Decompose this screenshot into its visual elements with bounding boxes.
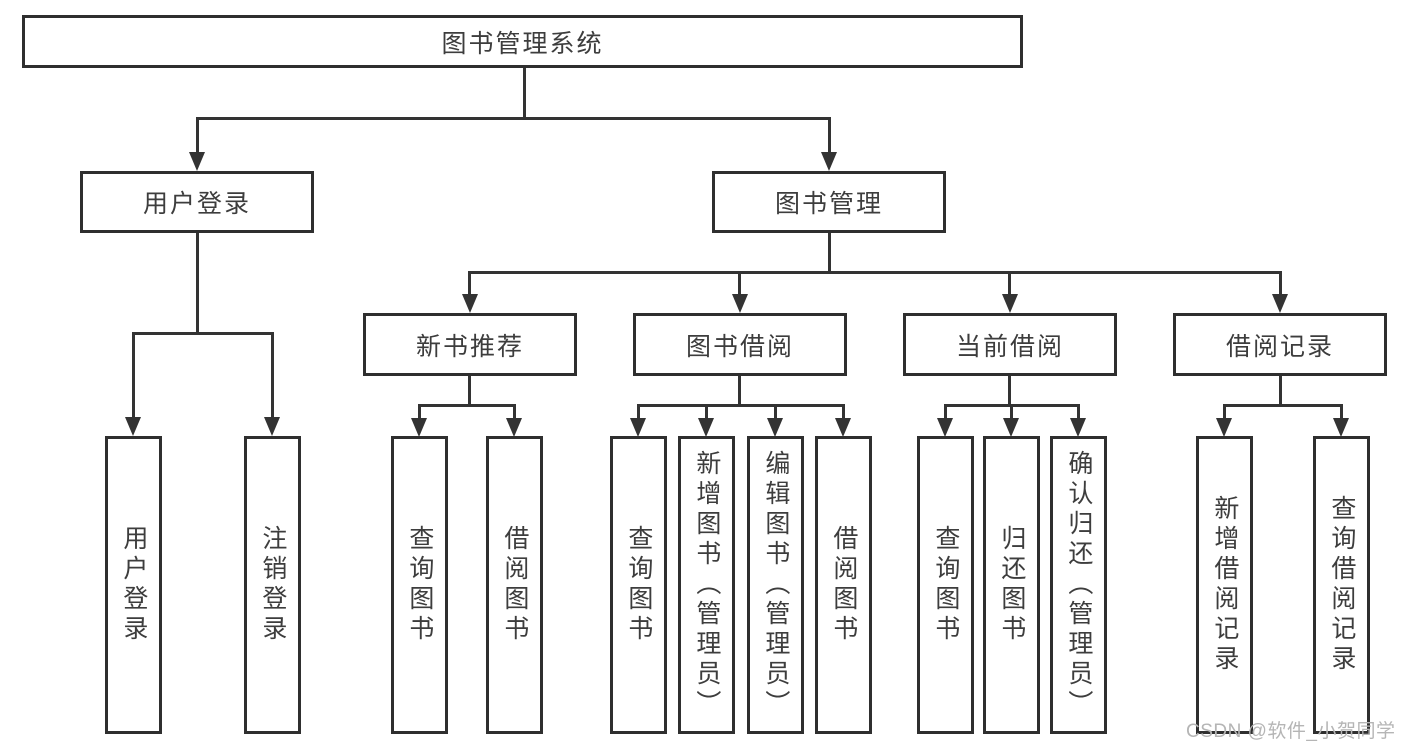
arrow-down-icon <box>264 417 280 436</box>
connector-book-borrow-split <box>637 404 845 407</box>
leaf-query-borrow-record: 查询借阅记录 <box>1313 436 1370 734</box>
connector-book-mgmt-stem <box>828 233 831 274</box>
leaf-user-login: 用户登录 <box>105 436 162 734</box>
arrow-down-icon <box>1002 294 1018 313</box>
leaf-add-borrow-record: 新增借阅记录 <box>1196 436 1253 734</box>
leaf-edit-books-admin: 编辑图书（管理员） <box>747 436 804 734</box>
leaf-return-books-label: 归还图书 <box>997 525 1026 645</box>
node-new-books: 新书推荐 <box>363 313 577 376</box>
connector-root-stem <box>523 68 526 118</box>
connector-records-split <box>1223 404 1343 407</box>
connector-records-stem <box>1279 376 1282 407</box>
connector-leaf <box>842 404 845 420</box>
leaf-borrow-books-1-label: 借阅图书 <box>500 525 529 645</box>
leaf-query-books-1-label: 查询图书 <box>405 525 434 645</box>
leaf-confirm-return-admin: 确认归还（管理员） <box>1050 436 1107 734</box>
leaf-add-books-admin-label: 新增图书（管理员） <box>692 450 721 720</box>
arrow-down-icon <box>125 417 141 436</box>
node-borrow-records: 借阅记录 <box>1173 313 1387 376</box>
connector-user-login-stem <box>196 233 199 335</box>
connector-to-current <box>1008 271 1011 297</box>
connector-leaf <box>1223 404 1226 420</box>
leaf-query-books-3-label: 查询图书 <box>931 525 960 645</box>
leaf-borrow-books-1: 借阅图书 <box>486 436 543 734</box>
node-book-borrow: 图书借阅 <box>633 313 847 376</box>
node-current-borrow: 当前借阅 <box>903 313 1117 376</box>
connector-leaf <box>944 404 947 420</box>
leaf-add-borrow-record-label: 新增借阅记录 <box>1210 495 1239 675</box>
connector-to-leaf-login <box>132 332 135 420</box>
connector-book-borrow-stem <box>738 376 741 407</box>
leaf-borrow-books-2: 借阅图书 <box>815 436 872 734</box>
arrow-down-icon <box>821 152 837 171</box>
node-book-borrow-label: 图书借阅 <box>685 332 794 361</box>
connector-user-login-split <box>132 332 274 335</box>
leaf-query-books-1: 查询图书 <box>391 436 448 734</box>
arrow-down-icon <box>698 418 714 437</box>
arrow-down-icon <box>189 152 205 171</box>
connector-leaf <box>1010 404 1013 420</box>
connector-leaf <box>705 404 708 420</box>
connector-leaf <box>418 404 421 420</box>
leaf-edit-books-admin-label: 编辑图书（管理员） <box>761 450 790 720</box>
node-root: 图书管理系统 <box>22 15 1023 68</box>
arrow-down-icon <box>411 418 427 437</box>
arrow-down-icon <box>1272 294 1288 313</box>
arrow-down-icon <box>1216 418 1232 437</box>
connector-level2-split <box>196 117 831 120</box>
arrow-down-icon <box>506 418 522 437</box>
arrow-down-icon <box>732 294 748 313</box>
node-book-mgmt-label: 图书管理 <box>774 190 883 218</box>
leaf-query-books-3: 查询图书 <box>917 436 974 734</box>
leaf-query-books-2: 查询图书 <box>610 436 667 734</box>
node-book-mgmt: 图书管理 <box>712 171 946 233</box>
leaf-add-books-admin: 新增图书（管理员） <box>678 436 735 734</box>
node-borrow-records-label: 借阅记录 <box>1225 332 1334 361</box>
node-root-label: 图书管理系统 <box>441 29 604 58</box>
leaf-query-books-2-label: 查询图书 <box>624 525 653 645</box>
leaf-confirm-return-admin-label: 确认归还（管理员） <box>1064 450 1093 720</box>
leaf-return-books: 归还图书 <box>983 436 1040 734</box>
arrow-down-icon <box>835 418 851 437</box>
connector-leaf <box>637 404 640 420</box>
arrow-down-icon <box>1333 418 1349 437</box>
node-current-borrow-label: 当前借阅 <box>955 332 1064 361</box>
node-user-login-label: 用户登录 <box>142 190 251 218</box>
connector-leaf <box>1340 404 1343 420</box>
arrow-down-icon <box>462 294 478 313</box>
connector-current-stem <box>1008 376 1011 407</box>
connector-leaf <box>774 404 777 420</box>
connector-leaf <box>513 404 516 420</box>
connector-level3-split <box>468 271 1282 274</box>
leaf-user-login-label: 用户登录 <box>119 525 148 645</box>
leaf-borrow-books-2-label: 借阅图书 <box>829 525 858 645</box>
csdn-watermark: CSDN @软件_小贺同学 <box>1186 721 1396 742</box>
connector-to-borrow <box>738 271 741 297</box>
connector-new-books-stem <box>468 376 471 407</box>
connector-to-leaf-logout <box>271 332 274 420</box>
arrow-down-icon <box>1003 418 1019 437</box>
leaf-query-borrow-record-label: 查询借阅记录 <box>1327 495 1356 675</box>
leaf-logout-label: 注销登录 <box>258 525 287 645</box>
arrow-down-icon <box>630 418 646 437</box>
node-new-books-label: 新书推荐 <box>415 332 524 361</box>
leaf-logout: 注销登录 <box>244 436 301 734</box>
connector-to-user-login <box>196 117 199 154</box>
arrow-down-icon <box>767 418 783 437</box>
connector-to-book-mgmt <box>828 117 831 154</box>
connector-to-records <box>1279 271 1282 297</box>
arrow-down-icon <box>1070 418 1086 437</box>
node-user-login: 用户登录 <box>80 171 314 233</box>
arrow-down-icon <box>937 418 953 437</box>
connector-new-books-split <box>418 404 516 407</box>
connector-leaf <box>1077 404 1080 420</box>
connector-to-new-books <box>468 271 471 297</box>
